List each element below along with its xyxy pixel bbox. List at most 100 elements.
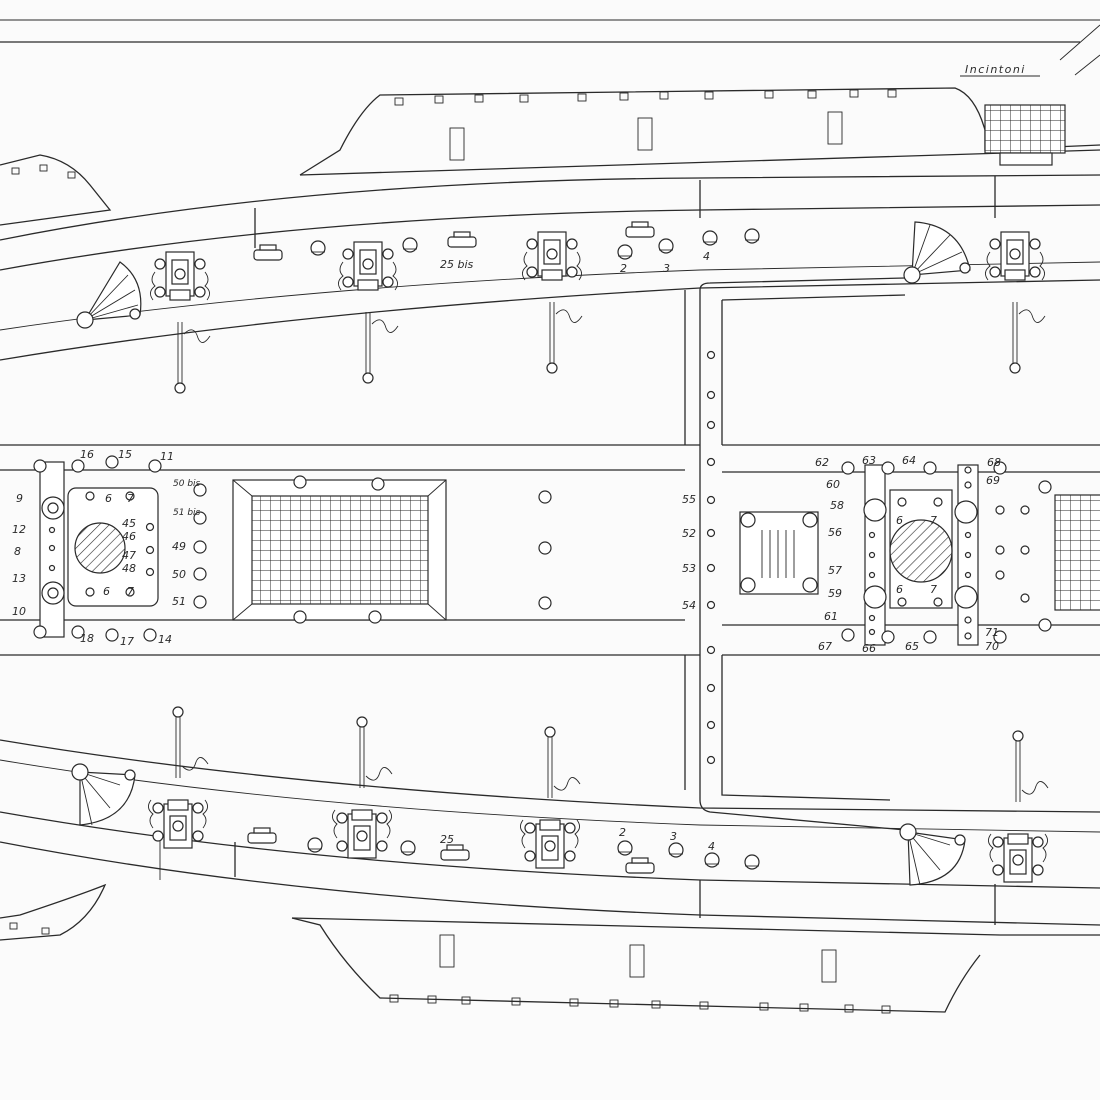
label-bottom-3: 3 xyxy=(670,830,677,843)
gun-top-1 xyxy=(149,251,211,301)
label-lm-17: 17 xyxy=(120,635,134,648)
label-rm-59: 59 xyxy=(828,587,842,600)
label-lm-14: 14 xyxy=(158,633,172,646)
label-rm-70: 70 xyxy=(985,640,999,653)
label-pin-55: 55 xyxy=(682,493,696,506)
bitt-bottom-6 xyxy=(744,854,760,870)
label-lm-51bis: 51 bis xyxy=(173,508,201,518)
label-lm-7a: 7 xyxy=(127,492,134,505)
label-lm-51: 51 xyxy=(172,595,186,608)
label-pin-52: 52 xyxy=(682,527,696,540)
hull-lower-deck-edge xyxy=(0,811,1100,889)
label-bottom-4: 4 xyxy=(708,840,715,853)
bitt-top-4 xyxy=(658,238,674,254)
label-lm-46: 46 xyxy=(122,530,136,543)
forecastle-baseline xyxy=(299,149,1100,176)
label-rm-61: 61 xyxy=(824,610,838,623)
bow-ports-top xyxy=(11,164,76,179)
right-mast-partners xyxy=(841,461,1052,646)
hull-lower-curve xyxy=(0,841,1100,926)
fan-hatch-top-left xyxy=(76,261,142,329)
label-pin-54: 54 xyxy=(682,599,696,612)
label-rm-58: 58 xyxy=(830,499,844,512)
cleat-bottom-2 xyxy=(440,844,470,861)
gun-bottom-2 xyxy=(331,809,393,859)
label-rm-68: 68 xyxy=(987,456,1001,469)
label-top-2: 2 xyxy=(620,262,627,275)
gun-bottom-4 xyxy=(987,833,1049,883)
label-rm-6a: 6 xyxy=(896,514,903,527)
label-rm-7a: 7 xyxy=(930,514,937,527)
bitt-bottom-4 xyxy=(668,842,684,858)
forecastle-outline xyxy=(299,87,1100,176)
label-rm-65: 65 xyxy=(905,640,919,653)
label-bottom-2: 2 xyxy=(619,826,626,839)
label-pin-53: 53 xyxy=(682,562,696,575)
bitt-top-1 xyxy=(310,240,326,256)
corner-stroke xyxy=(1059,24,1100,76)
label-lm-6a: 6 xyxy=(105,492,112,505)
central-spine-beam xyxy=(699,277,906,831)
spine-pins xyxy=(706,350,716,765)
deck-bitts-mid xyxy=(538,490,552,610)
label-bottom-25: 25 xyxy=(440,833,454,846)
fan-hatch-bottom-right xyxy=(899,823,966,886)
gun-top-2 xyxy=(337,241,399,291)
hull-deck-edge xyxy=(0,204,1100,271)
bitt-top-6 xyxy=(744,228,760,244)
cleat-top-3 xyxy=(625,221,655,238)
label-lm-48: 48 xyxy=(122,562,136,575)
label-lm-13: 13 xyxy=(12,572,26,585)
label-top-4: 4 xyxy=(703,250,710,263)
upper-grating xyxy=(984,104,1066,154)
companion-hatch xyxy=(739,511,819,595)
right-grating-partial xyxy=(1054,494,1100,611)
rammer-top-3 xyxy=(546,301,583,374)
upper-waterway-inner xyxy=(0,279,1100,361)
label-rm-63: 63 xyxy=(862,454,876,467)
rammer-bottom-4 xyxy=(1012,730,1049,803)
quarterdeck-baseline xyxy=(291,917,1001,936)
rammer-top-4 xyxy=(1009,301,1046,374)
label-lm-11: 11 xyxy=(160,450,174,463)
label-lm-50: 50 xyxy=(172,568,186,581)
label-lm-9: 9 xyxy=(16,492,23,505)
label-rm-67: 67 xyxy=(818,640,832,653)
label-rm-66: 66 xyxy=(862,642,876,655)
bitt-top-5 xyxy=(702,230,718,246)
lower-waterway-inner xyxy=(0,739,1100,813)
label-lm-47: 47 xyxy=(122,549,136,562)
bitt-bottom-1 xyxy=(307,837,323,853)
gun-bottom-3 xyxy=(519,819,581,869)
upper-grating-step xyxy=(999,152,1053,166)
label-rm-56: 56 xyxy=(828,526,842,539)
label-lm-18: 18 xyxy=(80,632,94,645)
label-rm-57: 57 xyxy=(828,564,842,577)
spine-top-edge xyxy=(721,294,906,301)
bitt-bottom-3 xyxy=(617,840,633,856)
label-rm-62: 62 xyxy=(815,456,829,469)
gun-bottom-1 xyxy=(147,799,209,849)
bitt-top-2 xyxy=(402,237,418,253)
label-top-25bis: 25 bis xyxy=(440,258,474,271)
label-lm-45: 45 xyxy=(122,517,136,530)
forecastle-ports xyxy=(394,89,897,161)
drawing-title: Incintoni xyxy=(965,63,1026,76)
label-rm-6b: 6 xyxy=(896,583,903,596)
label-lm-7b: 7 xyxy=(127,585,134,598)
label-lm-10: 10 xyxy=(12,605,26,618)
label-top-3: 3 xyxy=(663,262,670,275)
label-lm-12: 12 xyxy=(12,523,26,536)
left-mast-partners xyxy=(33,455,207,642)
bow-outline-bottom xyxy=(0,883,107,941)
rammer-top-2 xyxy=(362,311,399,384)
label-rm-71: 71 xyxy=(985,626,999,639)
fan-hatch-top-right xyxy=(903,221,971,284)
label-lm-6b: 6 xyxy=(103,585,110,598)
cleat-top-1 xyxy=(253,244,283,261)
label-lm-8: 8 xyxy=(14,545,21,558)
label-rm-64: 64 xyxy=(902,454,916,467)
label-lm-15: 15 xyxy=(118,448,132,461)
quarterdeck-outline xyxy=(291,917,981,1013)
